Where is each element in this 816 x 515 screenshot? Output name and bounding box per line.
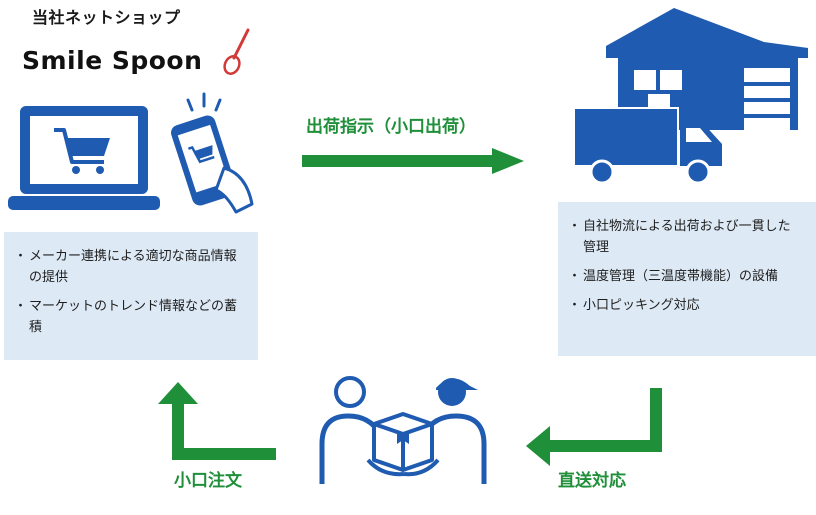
small-order-arrow [158, 382, 276, 460]
shipping-arrow [302, 148, 524, 174]
warehouse-icon [606, 8, 808, 130]
handover-people-icon [319, 376, 487, 484]
shipping-instruction-label: 出荷指示（小口出荷） [306, 117, 476, 137]
small-order-label: 小口注文 [174, 471, 242, 491]
shop-features-panel: メーカー連携による適切な商品情報の提供 マーケットのトレンド情報などの蓄積 [4, 232, 258, 360]
spoon-icon [223, 28, 250, 75]
brand-logo: Smile Spoon [22, 46, 203, 75]
list-item: マーケットのトレンド情報などの蓄積 [14, 296, 244, 338]
direct-delivery-label: 直送対応 [558, 471, 626, 491]
list-item: 温度管理（三温度帯機能）の設備 [568, 266, 802, 287]
logistics-features-panel: 自社物流による出荷および一貫した管理 温度管理（三温度帯機能）の設備 小口ピッキ… [558, 202, 816, 356]
list-item: 小口ピッキング対応 [568, 295, 802, 316]
list-item: メーカー連携による適切な商品情報の提供 [14, 246, 244, 288]
truck-icon [573, 107, 722, 185]
list-item: 自社物流による出荷および一貫した管理 [568, 216, 802, 258]
shop-label: 当社ネットショップ [32, 8, 181, 27]
direct-delivery-arrow [526, 388, 662, 466]
laptop-cart-icon [8, 106, 160, 210]
smartphone-cart-icon [171, 92, 254, 214]
